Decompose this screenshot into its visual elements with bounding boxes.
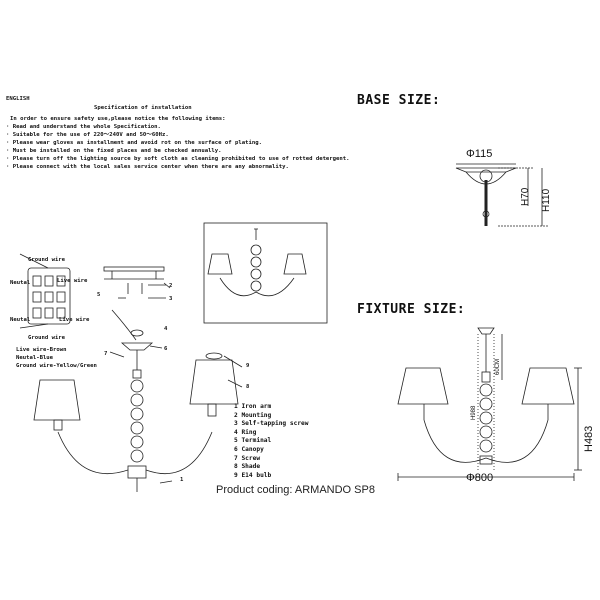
base-diagram (455, 163, 548, 227)
instruction-line: · Suitable for the use of 220～240V and 5… (6, 132, 169, 138)
callout-number: 9 (246, 363, 250, 369)
instruction-line: · Please connect with the local sales se… (6, 164, 289, 170)
parts-list-item: 1 Iron arm (234, 403, 272, 410)
parts-list-item: 6 Canopy (234, 445, 264, 453)
parts-list-item: 7 Screw (234, 454, 261, 462)
wire-color-legend: Live wire-Brown Neutal-Blue Ground wire-… (16, 346, 97, 370)
parts-list-item: 2 Mounting (234, 411, 272, 419)
fixture-height-label: H483 (583, 425, 595, 452)
parts-list-item: 8 Shade (234, 463, 261, 471)
fixture-diameter-label: Φ800 (466, 472, 494, 484)
language-label: ENGLISH (6, 96, 30, 102)
wire-legend-item: Live wire-Brown (16, 347, 67, 353)
inset-view (203, 222, 328, 324)
instruction-line: · Please turn off the lighting source by… (6, 156, 350, 162)
instruction-line: In order to ensure safety use,please not… (10, 116, 226, 122)
parts-list-item: 9 E14 bulb (234, 471, 272, 479)
fixture-diagram (397, 327, 582, 481)
parts-list: 1 Iron arm 2 Mounting 3 Self-tapping scr… (234, 403, 309, 480)
callout-number: 2 (169, 283, 173, 289)
neutral-bottom-label: Neutal (10, 317, 31, 323)
assembly-diagram (33, 266, 243, 492)
wire-legend-item: Neutal-Blue (16, 355, 54, 361)
neutral-top-label: Neutal (10, 280, 31, 286)
callout-number: 5 (97, 292, 101, 298)
base-diameter-label: Φ115 (466, 148, 493, 160)
chain-length-label: 60CM (495, 358, 501, 375)
ground-wire-bottom-label: Ground wire (28, 335, 66, 341)
instruction-list: In order to ensure safety use,please not… (6, 115, 350, 171)
spec-title: Specification of installation (94, 105, 192, 111)
fixture-size-heading: FIXTURE SIZE: (357, 302, 466, 317)
ground-wire-top-label: Ground wire (28, 257, 66, 263)
live-top-label: Live wire (57, 278, 88, 284)
base-size-heading: BASE SIZE: (357, 93, 441, 108)
callout-number: 8 (246, 384, 250, 390)
parts-list-item: 5 Terminal (234, 437, 272, 445)
base-height-110-label: H110 (541, 188, 552, 212)
callout-number: 7 (104, 351, 108, 357)
base-height-70-label: H70 (520, 187, 531, 206)
parts-list-item: 3 Self-tapping screw (234, 420, 309, 428)
wiring-block (19, 253, 71, 329)
live-bottom-label: Live wire (59, 317, 90, 323)
callout-number: 1 (180, 477, 184, 483)
callout-number: 3 (169, 296, 173, 302)
wire-legend-item: Ground wire-Yellow/Green (16, 363, 97, 369)
instruction-line: · Must be installed on the fixed places … (6, 148, 222, 154)
instruction-line: · Please wear gloves as installment and … (6, 140, 262, 146)
callout-number: 4 (164, 326, 168, 332)
parts-list-item: 4 Ring (234, 428, 257, 436)
body-height-label: H988 (471, 405, 477, 420)
callout-number: 6 (164, 346, 168, 352)
instruction-line: · Read and understand the whole Specific… (6, 124, 161, 130)
product-coding: Product coding: ARMANDO SP8 (216, 484, 375, 496)
